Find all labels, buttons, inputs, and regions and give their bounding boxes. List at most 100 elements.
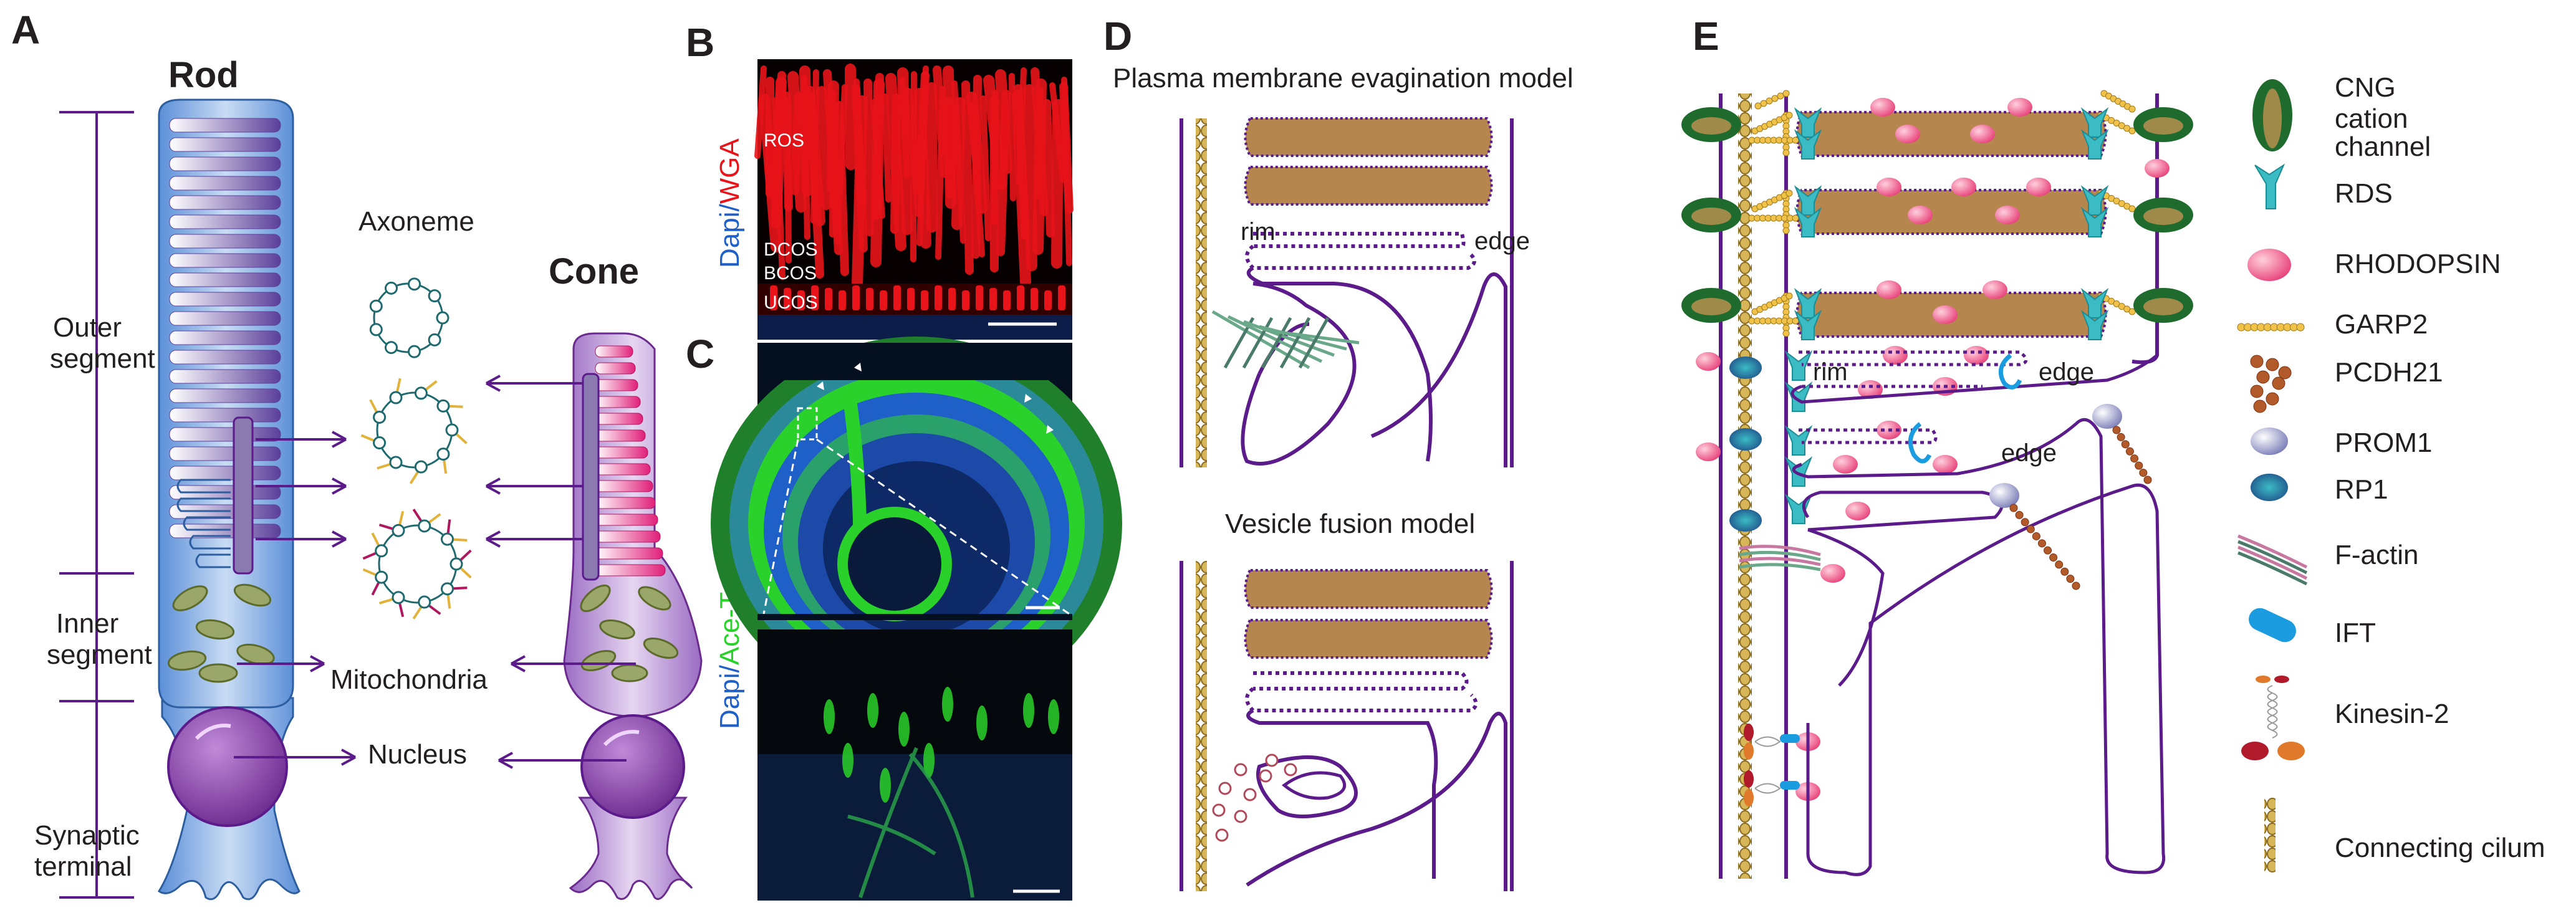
pcdh21-bead (2021, 518, 2029, 527)
rds-protein (2080, 288, 2109, 318)
kinesin-2-motors (1744, 724, 1800, 806)
cng-channel-icon (2252, 79, 2292, 151)
rp1 (1729, 356, 1762, 379)
discs-d1 (1244, 117, 1493, 206)
ucos-bar (1058, 285, 1065, 310)
ucos-bar (1003, 290, 1011, 310)
legend-label: IFT (2335, 618, 2376, 648)
ucos-bar (935, 285, 942, 310)
garp2-bead (1785, 189, 1793, 197)
axoneme-doublet (414, 460, 428, 474)
cilium-spot (1048, 699, 1059, 734)
garp2-bead (1782, 90, 1790, 97)
legend: CNGcationchannelRDSRHODOPSINGARP2PCDH21P… (2237, 72, 2545, 873)
ucos-bar (1044, 290, 1052, 310)
panel-e-label: E (1693, 14, 1719, 59)
model-2-title: Vesicle fusion model (1225, 509, 1475, 539)
rod-os-streak (872, 73, 884, 220)
pcdh21-bead (2009, 504, 2018, 512)
pcdh21-bead (2266, 358, 2279, 371)
legend-label: GARP2 (2335, 309, 2428, 340)
cilium-spot (842, 743, 853, 778)
segment-bracket (59, 111, 134, 899)
inner-segment-label-2: segment (47, 639, 152, 670)
vesicle (1234, 810, 1247, 823)
axoneme-doublet (392, 524, 405, 537)
axoneme-doublet (375, 544, 388, 558)
garp2-bead (1785, 292, 1793, 300)
rp1 (1729, 509, 1762, 532)
connecting-cilium-d1 (1196, 118, 1207, 467)
rod-title: Rod (168, 55, 239, 95)
axoneme-doublet (369, 323, 383, 337)
axoneme-label: Axoneme (358, 206, 474, 237)
rod-disc (169, 234, 281, 249)
cone-disc (595, 413, 643, 425)
rds-protein (1794, 310, 1822, 340)
f-actin-strand (1259, 325, 1347, 351)
pcdh21-bead (2135, 461, 2143, 470)
kinesin-head (1744, 724, 1754, 741)
mitochondria-label: Mitochondria (330, 664, 488, 695)
f-actin-strand (1739, 545, 1821, 557)
rod-os-streak (926, 82, 938, 232)
brown-disc (1244, 117, 1493, 157)
cone-disc (595, 362, 636, 375)
rod-os-streak (845, 64, 857, 170)
rp1-icon (2251, 474, 2288, 501)
ift-particle (1780, 781, 1800, 790)
nucleus-label: Nucleus (368, 739, 467, 770)
cone-disc (595, 564, 666, 576)
panel-d: D Plasma membrane evagination model Vesi… (1103, 14, 1574, 891)
axoneme-doublet (436, 399, 450, 413)
cone-cell (563, 332, 703, 900)
pcdh21-bead (2121, 440, 2130, 449)
rod-os-streak (961, 80, 974, 275)
garp2-bead (1792, 136, 1799, 144)
cilium-spot (923, 743, 935, 778)
rhodopsin (1845, 502, 1870, 520)
model-1-title: Plasma membrane evagination model (1113, 63, 1574, 93)
cone-disc (595, 463, 651, 476)
f-actin-strand (1298, 317, 1330, 369)
f-actin-strand (1739, 557, 1821, 567)
ucos-bar (784, 288, 791, 310)
f-actin-strand (2237, 551, 2308, 586)
legend-label: channel (2335, 132, 2431, 162)
garp2-bead (1771, 95, 1779, 102)
rod-open-disc (183, 516, 231, 531)
synaptic-label-2: terminal (34, 851, 132, 882)
cone-disc (595, 547, 663, 560)
rod-os-streak (799, 65, 813, 196)
ift-loop-1 (1998, 353, 2022, 390)
cone-connecting-cilium (582, 373, 600, 581)
garp2-bead (1760, 100, 1767, 107)
rhodopsin (1895, 125, 1920, 143)
axoneme-doublet (418, 595, 431, 609)
connecting-cilium-e (1738, 93, 1752, 879)
legend-label: RP1 (2335, 474, 2388, 505)
ucos-bars (770, 285, 1065, 310)
kinesin-motor (2241, 742, 2269, 760)
rhodopsin (1982, 280, 2007, 299)
rds-protein (1784, 456, 1813, 487)
kinesin-head (1744, 770, 1754, 788)
arrow-head (332, 477, 347, 495)
f-actin-strand (1739, 563, 1821, 571)
pcdh21-bead (2278, 366, 2292, 380)
rod-disc (169, 388, 281, 403)
rod-os-streak (933, 65, 949, 178)
vesicle (1259, 769, 1272, 783)
garp2-bead (1782, 149, 1790, 156)
axoneme-doublet (408, 345, 421, 358)
pcdh21-bead (2139, 469, 2148, 477)
kinesin-head (1744, 742, 1754, 760)
pcdh21-bead (2250, 355, 2264, 368)
pcdh21-bead (2026, 525, 2035, 533)
rod-os-streak (1061, 77, 1072, 266)
rod-os-streak (806, 86, 824, 279)
cone-disc (595, 345, 633, 358)
discs-e (1795, 111, 2107, 338)
axoneme-doublet (369, 299, 383, 313)
panel-c: C Dapi/Ace-Tub (686, 332, 1122, 901)
